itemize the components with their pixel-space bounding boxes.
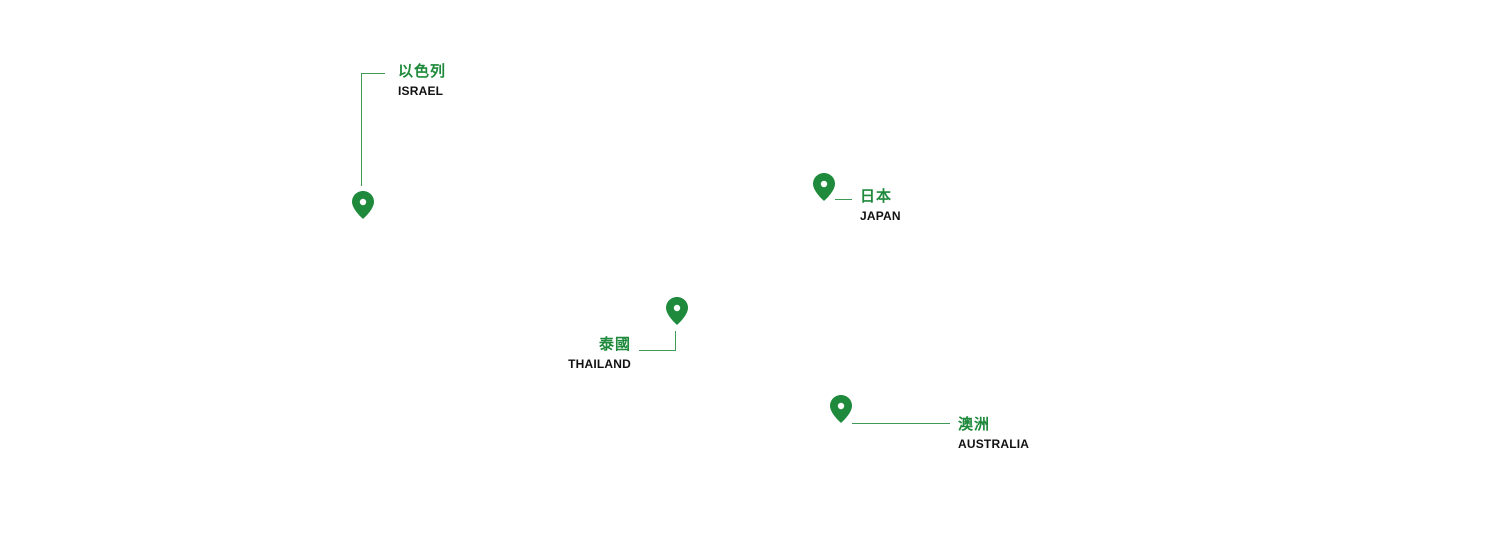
thailand-name-en: THAILAND — [568, 357, 631, 371]
thailand-map-pin-icon[interactable] — [665, 296, 689, 326]
thailand-name-zh: 泰國 — [598, 335, 631, 353]
japan-map-pin-icon[interactable] — [812, 172, 836, 202]
thailand-leader-line-horizontal — [639, 350, 676, 351]
israel-leader-line-horizontal — [361, 73, 385, 74]
israel-label: 以色列 ISRAEL — [398, 62, 447, 98]
japan-name-en: JAPAN — [860, 209, 901, 223]
japan-name-zh: 日本 — [860, 187, 893, 205]
thailand-label: 泰國 THAILAND — [560, 335, 631, 371]
israel-map-pin-icon[interactable] — [351, 190, 375, 220]
israel-name-zh: 以色列 — [398, 62, 447, 80]
israel-leader-line-vertical — [361, 73, 362, 186]
thailand-leader-line-vertical — [675, 331, 676, 351]
australia-name-en: AUSTRALIA — [958, 437, 1030, 451]
japan-leader-line — [835, 199, 852, 200]
australia-name-zh: 澳洲 — [958, 415, 991, 433]
australia-map-pin-icon[interactable] — [829, 394, 853, 424]
japan-label: 日本 JAPAN — [860, 187, 901, 223]
australia-leader-line — [852, 423, 950, 424]
australia-label: 澳洲 AUSTRALIA — [958, 415, 1030, 451]
israel-name-en: ISRAEL — [398, 84, 444, 98]
